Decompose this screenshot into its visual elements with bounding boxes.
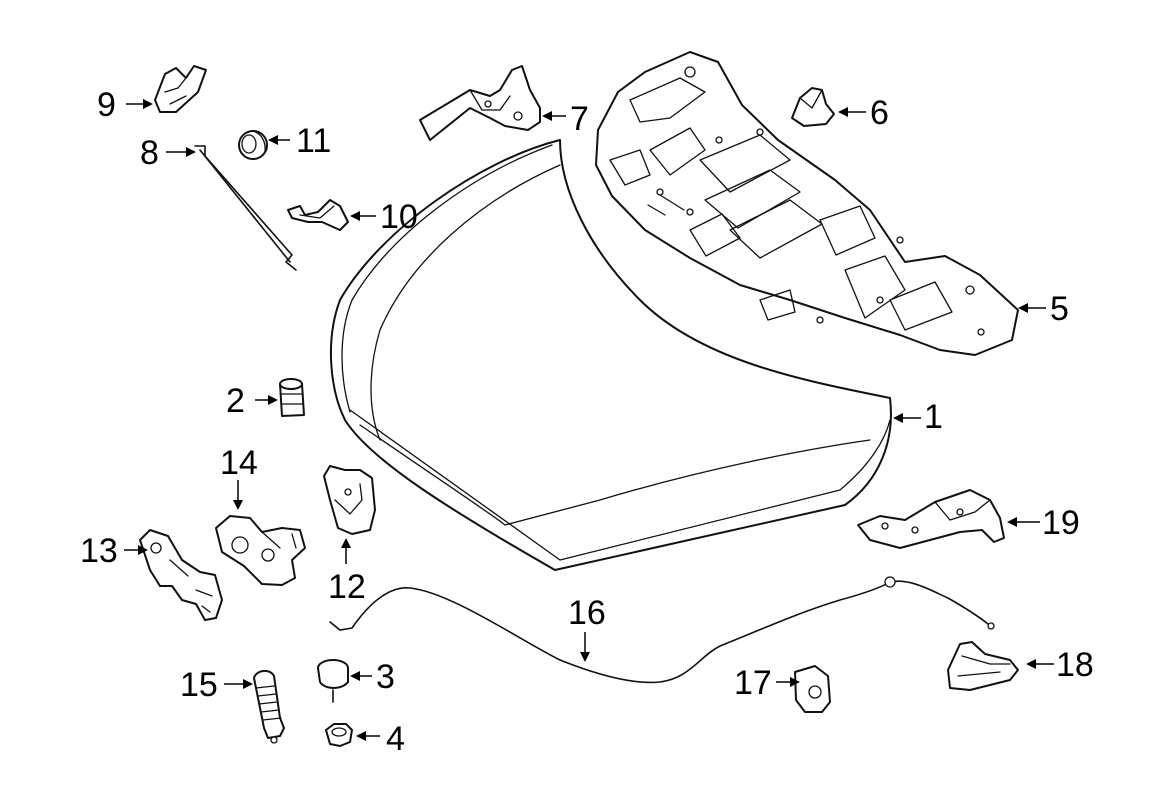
support-part <box>323 465 376 535</box>
callout-3: 3 <box>376 658 395 696</box>
callout-15: 15 <box>180 666 218 704</box>
callout-10: 10 <box>380 198 418 236</box>
callout-2: 2 <box>226 382 245 420</box>
nut-part <box>325 723 353 747</box>
callout-16: 16 <box>568 594 606 632</box>
striker-part <box>253 670 285 744</box>
adjuster-bumper-part <box>317 659 349 703</box>
callout-17: 17 <box>734 664 772 702</box>
bracket-10-part <box>287 199 349 231</box>
callout-7: 7 <box>570 100 589 138</box>
callout-1: 1 <box>924 398 943 436</box>
release-cable-part <box>329 576 995 684</box>
rod-holder-part <box>154 65 207 113</box>
prop-rod-part <box>194 145 297 271</box>
callout-6: 6 <box>870 94 889 132</box>
callout-14: 14 <box>220 444 258 482</box>
callout-11: 11 <box>296 122 331 160</box>
latch-assembly-part <box>215 515 306 586</box>
bumper-2-part <box>279 378 305 417</box>
latch-part <box>139 529 223 621</box>
callout-19: 19 <box>1042 504 1080 542</box>
callout-13: 13 <box>80 532 118 570</box>
clip-part <box>791 87 835 127</box>
callout-5: 5 <box>1050 290 1069 328</box>
bracket-19-part <box>857 489 1005 549</box>
callout-8: 8 <box>140 134 159 172</box>
callout-4: 4 <box>386 720 405 758</box>
callout-9: 9 <box>97 86 116 124</box>
callout-12: 12 <box>328 568 366 606</box>
callout-leaders <box>124 99 1054 741</box>
release-handle-part <box>947 641 1019 691</box>
hood-part <box>329 139 892 571</box>
retainer-part <box>794 665 831 713</box>
hinge-part <box>419 65 541 141</box>
insulator-part <box>595 51 1019 356</box>
grommet-part <box>238 130 268 160</box>
callout-18: 18 <box>1056 646 1094 684</box>
